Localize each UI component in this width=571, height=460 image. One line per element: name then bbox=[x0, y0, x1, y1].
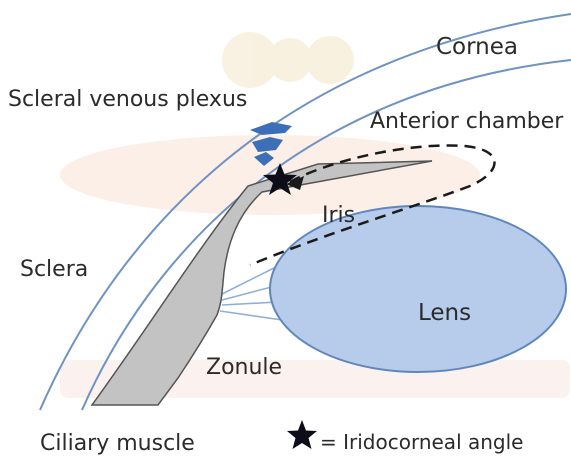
label-cornea: Cornea bbox=[436, 34, 518, 60]
label-iris: Iris bbox=[322, 203, 355, 228]
label-legend: = Iridocorneal angle bbox=[320, 430, 523, 454]
label-anterior-chamber: Anterior chamber bbox=[370, 109, 564, 134]
lens-shape bbox=[270, 206, 566, 372]
label-sclera: Sclera bbox=[20, 257, 88, 282]
label-scleral-venous-plexus: Scleral venous plexus bbox=[8, 87, 247, 112]
label-lens: Lens bbox=[418, 300, 471, 326]
label-ciliary-muscle: Ciliary muscle bbox=[40, 431, 195, 456]
star-icon bbox=[287, 420, 317, 449]
label-zonule: Zonule bbox=[206, 355, 282, 380]
